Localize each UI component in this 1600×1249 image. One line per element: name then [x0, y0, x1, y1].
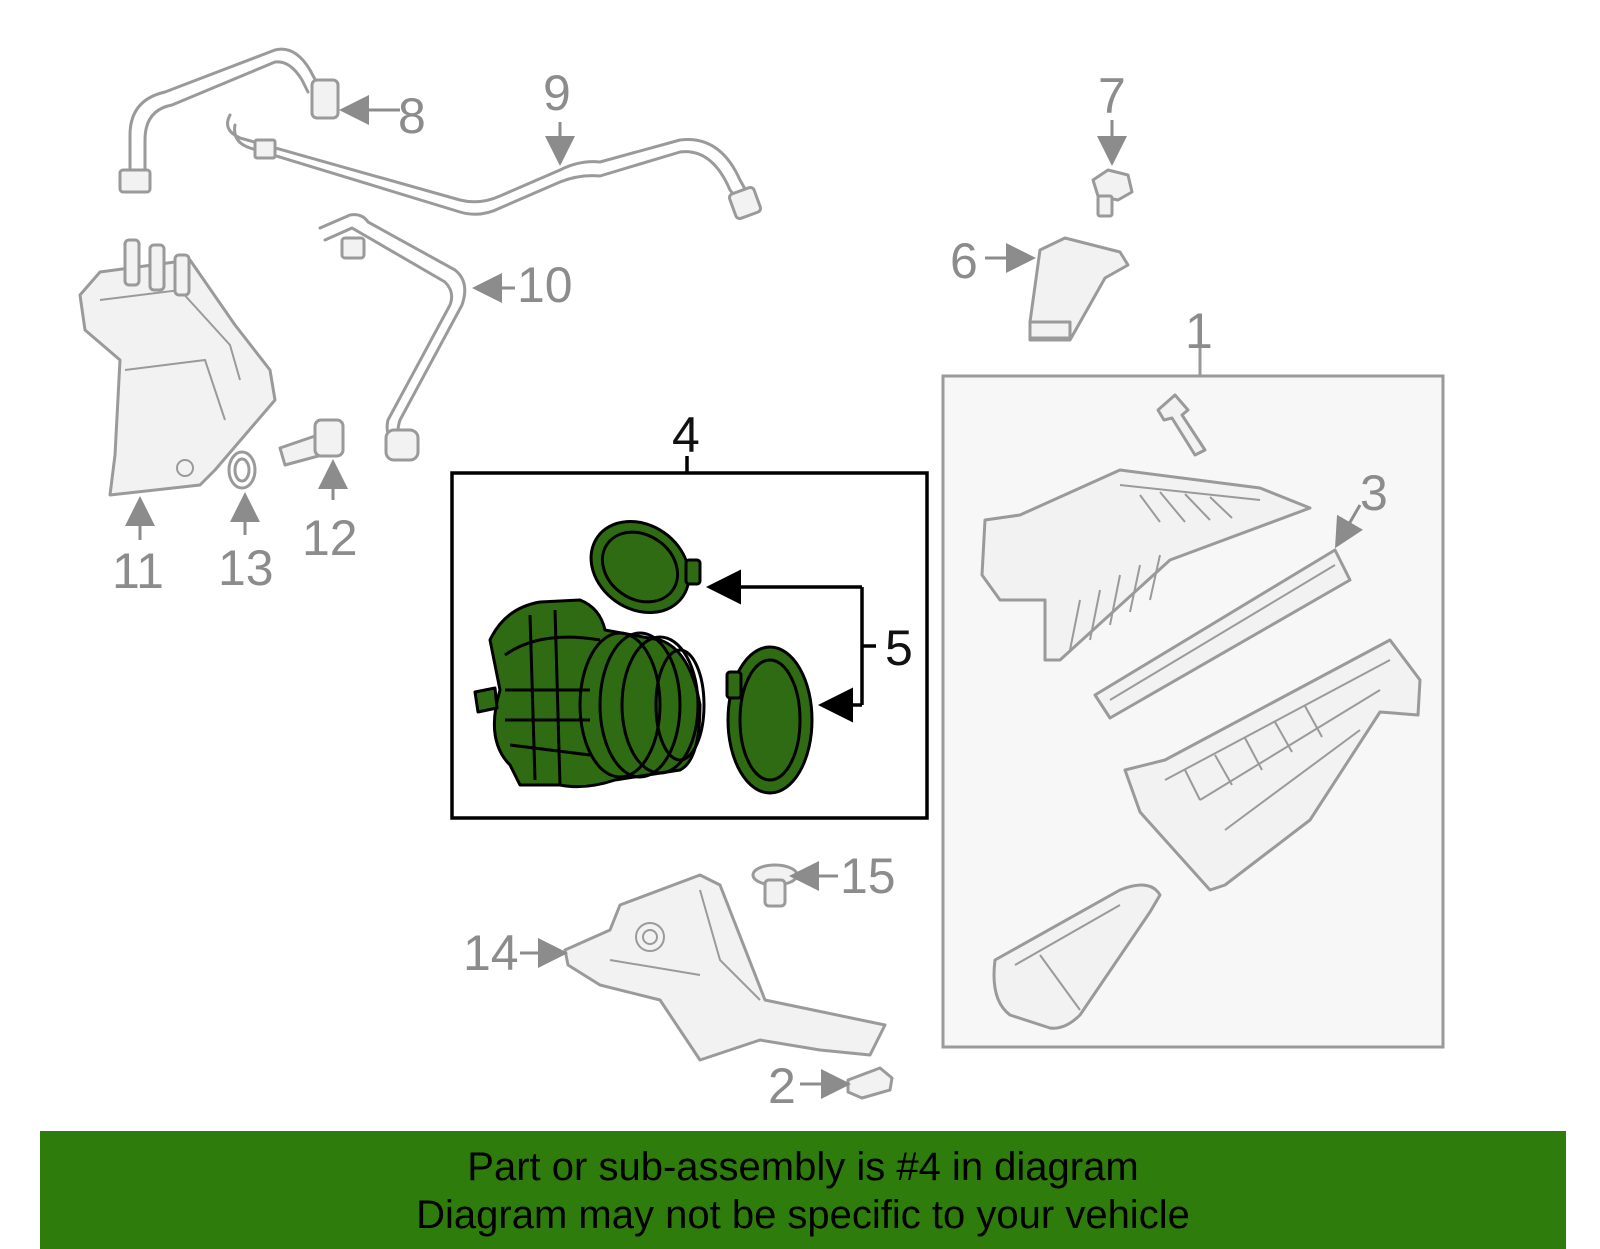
- callout-11: 11: [112, 543, 164, 599]
- callout-5: 5: [885, 620, 913, 676]
- callout-6: 6: [950, 233, 978, 289]
- callout-15: 15: [840, 848, 896, 904]
- callout-10: 10: [517, 257, 573, 313]
- part-4-group: [450, 456, 929, 820]
- part-1-group: [941, 338, 1445, 1049]
- clamp-right: [725, 645, 814, 795]
- part-14-shield: [520, 873, 887, 1062]
- callout-14: 14: [463, 925, 519, 981]
- part-7-bolt: [1091, 120, 1134, 218]
- banner-line-2: Diagram may not be specific to your vehi…: [416, 1193, 1190, 1237]
- part-2-clip: [800, 1066, 894, 1100]
- info-banner: Part or sub-assembly is #4 in diagram Di…: [40, 1131, 1566, 1249]
- hose-8: [118, 47, 400, 194]
- callout-7: 7: [1098, 68, 1126, 124]
- part-11-housing: [78, 238, 277, 540]
- part-13-washer: [227, 450, 260, 535]
- clamp-top: [589, 519, 702, 615]
- callout-12: 12: [302, 510, 358, 566]
- callout-13: 13: [218, 540, 274, 596]
- callout-9: 9: [543, 65, 571, 121]
- callout-3: 3: [1360, 465, 1388, 521]
- pipe-10: [318, 213, 515, 462]
- callout-4: 4: [672, 407, 700, 463]
- callout-1: 1: [1185, 303, 1213, 359]
- part-12-bolt: [278, 418, 348, 500]
- callout-2: 2: [768, 1058, 796, 1114]
- part-6-sensor: [985, 236, 1130, 342]
- part-15-pin: [751, 861, 838, 908]
- banner-line-1: Part or sub-assembly is #4 in diagram: [467, 1145, 1139, 1189]
- pipe-9: [226, 113, 763, 221]
- mass-air-flow-housing: [473, 598, 706, 789]
- callout-8: 8: [398, 88, 426, 144]
